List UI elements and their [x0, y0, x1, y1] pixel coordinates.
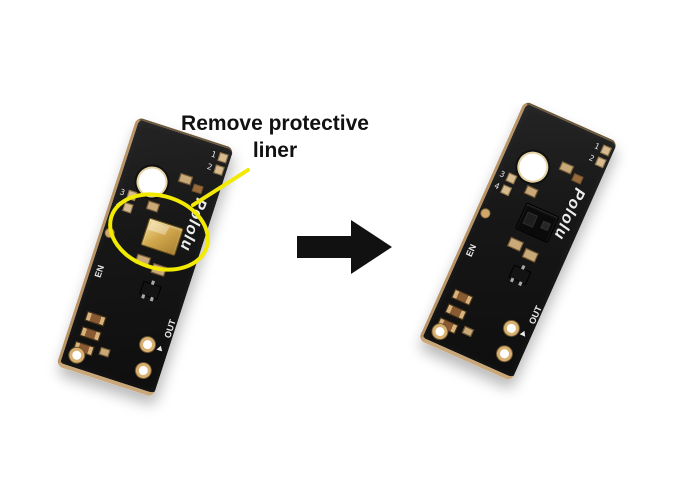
transition-arrow-icon [297, 220, 392, 274]
resistor [571, 173, 584, 185]
capacitor [134, 253, 152, 268]
resistor [84, 310, 107, 327]
pololu-logo-text: Pololu [550, 185, 588, 243]
capacitor [145, 200, 161, 213]
capacitor [521, 247, 539, 263]
pin-1: 1 [592, 141, 612, 157]
pin-2-pad [594, 156, 607, 169]
via-hole [501, 318, 522, 339]
pin-3: 3 [118, 187, 138, 202]
capacitor [507, 236, 524, 252]
pin-4: 4 [492, 181, 512, 197]
en-silkscreen-label: EN [92, 263, 107, 279]
pin-1-pad [599, 144, 612, 157]
pin-3-pad [126, 189, 138, 202]
capacitor [523, 185, 539, 199]
pin-4-pad [500, 184, 512, 197]
via-hole [133, 361, 153, 380]
gold-pad-dot [478, 206, 493, 220]
capacitor [150, 262, 167, 277]
annotation-line-1: Remove protective [181, 112, 369, 135]
annotation-text: Remove protective liner [155, 110, 395, 164]
resistor [444, 303, 467, 321]
pin-4: 4 [115, 200, 134, 214]
en-silkscreen-label: EN [463, 242, 479, 259]
mounting-hole [512, 146, 554, 188]
via-hole [138, 335, 158, 355]
pin-2-pad [213, 164, 225, 176]
transistor [139, 280, 162, 300]
pin-3: 3 [498, 169, 518, 185]
pin-2: 2 [206, 162, 225, 176]
resistor [79, 326, 102, 342]
pin-2: 2 [587, 153, 607, 169]
pin-3-label: 3 [498, 169, 507, 180]
distance-sensor-protective-liner [140, 217, 184, 257]
pololu-logo-text: Pololu [176, 195, 210, 254]
pin-4-pad [122, 202, 134, 214]
pin-3-label: 3 [118, 187, 126, 198]
capacitor [98, 346, 111, 358]
capacitor [558, 161, 575, 175]
resistor [451, 288, 474, 306]
transistor [508, 264, 532, 285]
pin-3-pad [505, 172, 518, 185]
pin-4-label: 4 [492, 181, 501, 192]
out-silkscreen-label: OUT [526, 304, 544, 326]
via-hole [494, 343, 515, 364]
pin-1-label: 1 [592, 141, 601, 152]
out-arrow-mark [519, 329, 528, 337]
pin-2-label: 2 [587, 153, 596, 164]
annotation-line-2: liner [252, 139, 298, 162]
out-silkscreen-label: OUT [162, 318, 178, 340]
pin-4-label: 4 [114, 199, 122, 210]
gold-pad-dot [103, 226, 117, 240]
capacitor [177, 172, 194, 186]
mounting-hole [132, 162, 172, 202]
sensor-board-liner-removed: 1 2 3 4 Pololu EN OUT [418, 100, 618, 382]
out-arrow-mark [156, 344, 164, 352]
resistor [191, 183, 204, 195]
capacitor [461, 325, 475, 338]
